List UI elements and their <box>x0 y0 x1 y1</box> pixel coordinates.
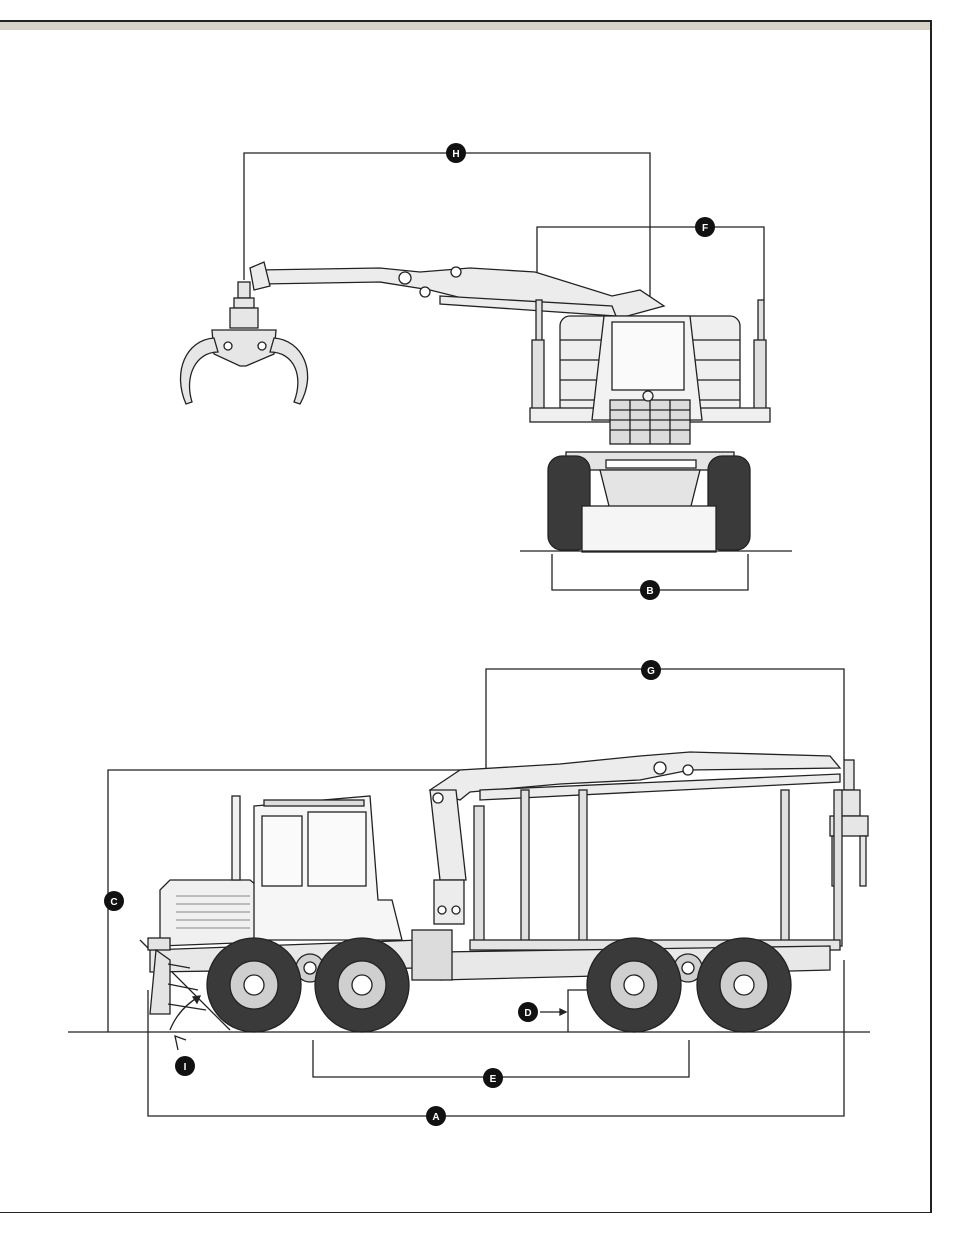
svg-text:G: G <box>647 666 655 677</box>
engine-hood <box>160 796 262 946</box>
svg-text:B: B <box>646 586 653 597</box>
svg-text:D: D <box>524 1008 531 1019</box>
wheel-2 <box>315 938 409 1032</box>
cab-side <box>254 796 402 940</box>
wheel-1 <box>207 938 301 1032</box>
stakes-side <box>474 790 842 946</box>
label-g: G <box>641 660 661 680</box>
cab-front <box>592 316 702 444</box>
crane-side <box>430 752 840 924</box>
label-d: D <box>518 1002 538 1022</box>
dimension-d <box>540 990 590 1032</box>
svg-text:E: E <box>490 1074 497 1085</box>
label-f: F <box>695 217 715 237</box>
crane-boom-front <box>250 262 664 318</box>
svg-text:H: H <box>452 149 459 160</box>
label-i: I <box>175 1056 195 1076</box>
svg-text:F: F <box>702 223 708 234</box>
label-h: H <box>446 143 466 163</box>
svg-text:A: A <box>432 1112 439 1123</box>
label-c: C <box>104 891 124 911</box>
svg-text:I: I <box>184 1062 187 1073</box>
dimension-e <box>313 1040 689 1077</box>
wheel-4 <box>697 938 791 1032</box>
label-b: B <box>640 580 660 600</box>
label-a: A <box>426 1106 446 1126</box>
side-view <box>68 669 870 1116</box>
label-e: E <box>483 1068 503 1088</box>
wheel-3 <box>587 938 681 1032</box>
front-blade <box>582 506 716 552</box>
svg-text:C: C <box>110 897 117 908</box>
grapple-front <box>181 282 308 404</box>
